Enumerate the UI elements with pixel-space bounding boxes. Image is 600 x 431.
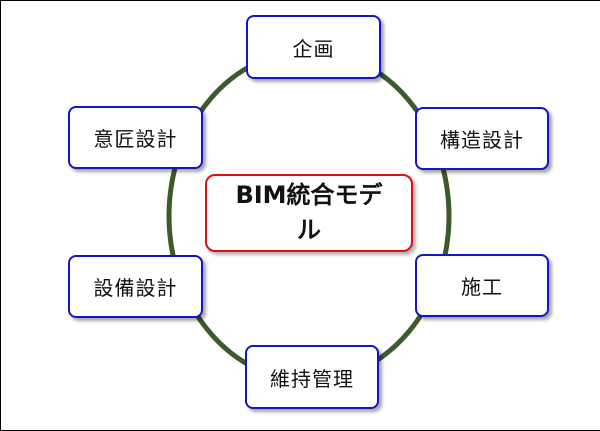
center-bim-model-label: BIM統合モデル xyxy=(235,181,383,244)
node-maintenance: 維持管理 xyxy=(245,345,379,409)
node-planning: 企画 xyxy=(246,15,381,79)
node-architectural-design-label: 意匠設計 xyxy=(93,127,178,151)
node-construction: 施工 xyxy=(415,254,549,317)
center-bim-model: BIM統合モデル xyxy=(205,174,413,252)
top-border-line xyxy=(0,0,600,1)
node-architectural-design: 意匠設計 xyxy=(68,106,203,169)
node-maintenance-label: 維持管理 xyxy=(270,366,354,391)
left-border-line xyxy=(0,0,1,431)
node-structural-design: 構造設計 xyxy=(415,107,549,170)
node-construction-label: 施工 xyxy=(461,275,503,299)
node-mep-design: 設備設計 xyxy=(68,255,203,318)
node-planning-label: 企画 xyxy=(292,36,335,61)
node-mep-design-label: 設備設計 xyxy=(93,276,178,300)
node-structural-design-label: 構造設計 xyxy=(440,128,524,152)
